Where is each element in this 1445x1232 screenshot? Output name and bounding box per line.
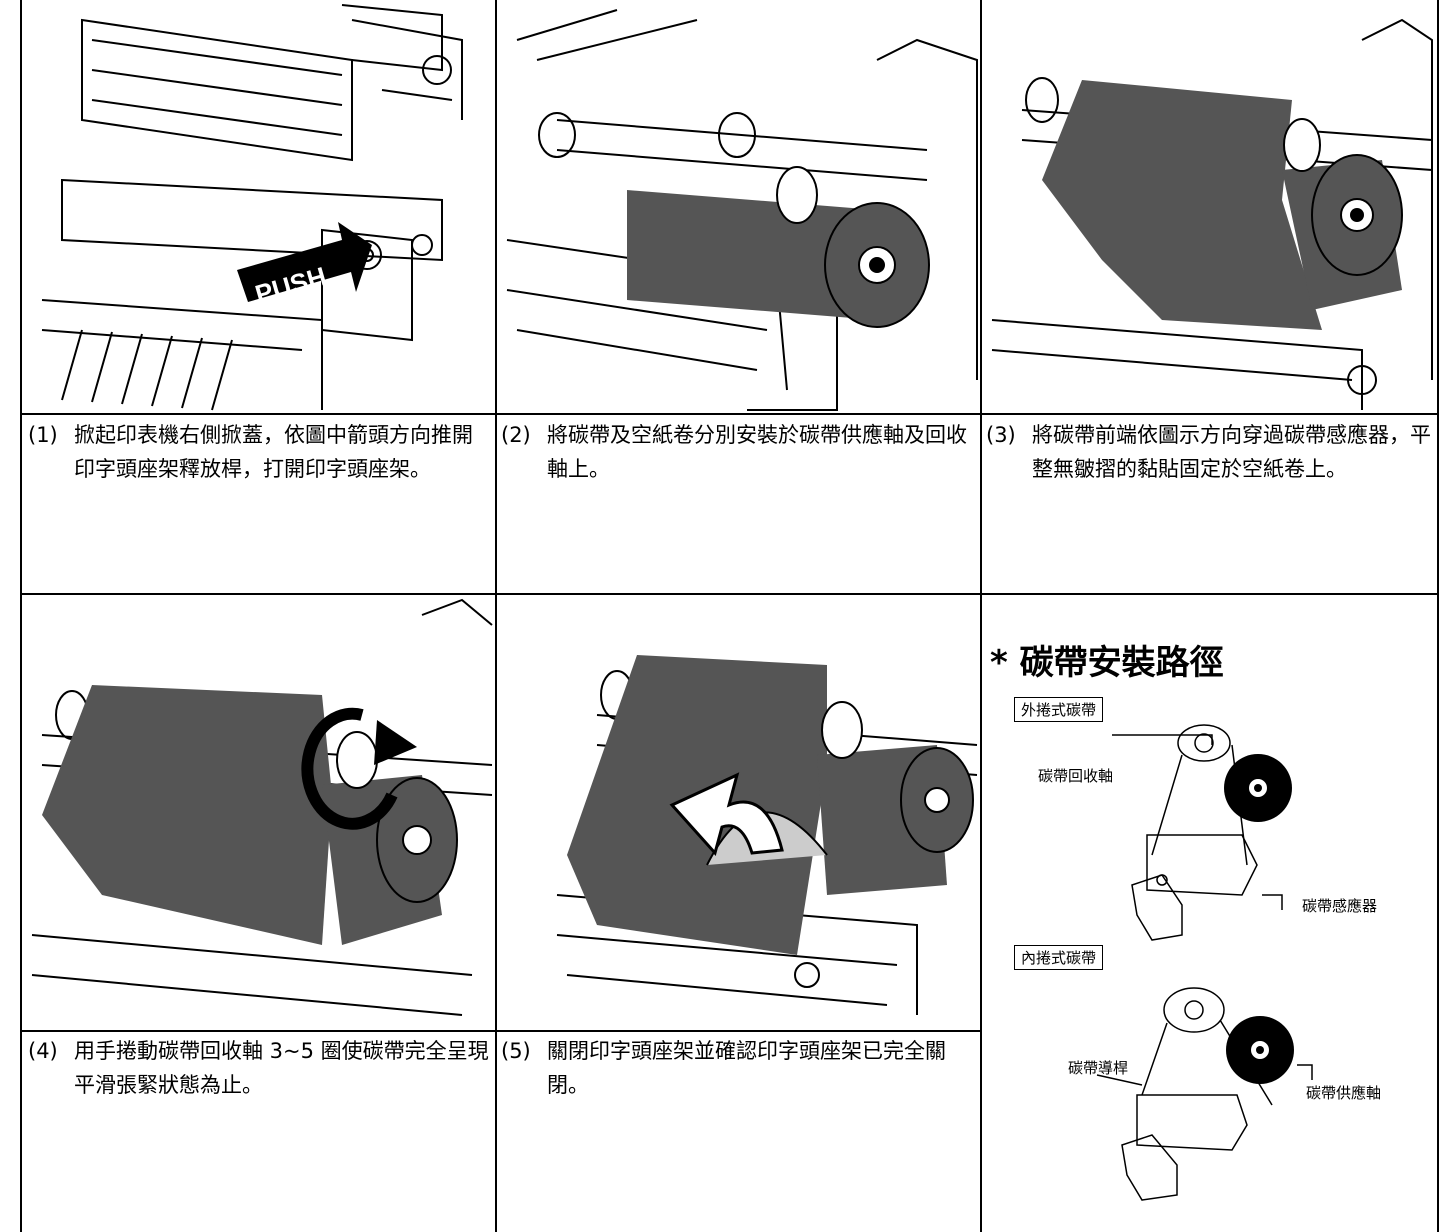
step-number: (3) — [986, 423, 1016, 447]
step4-illustration — [22, 595, 495, 1030]
outer-wound-label: 外捲式碳帶 — [1014, 697, 1104, 722]
step-number: (4) — [28, 1039, 58, 1063]
step-text: 將碳帶前端依圖示方向穿過碳帶感應器，平整無皺摺的黏貼固定於空紙卷上。 — [1032, 423, 1431, 481]
ribbon-path-title: * 碳帶安裝路徑 — [990, 643, 1224, 683]
row-divider — [22, 1030, 982, 1032]
step-text: 關閉印字頭座架並確認印字頭座架已完全關閉。 — [547, 1039, 946, 1097]
step3-illustration — [982, 0, 1439, 413]
step-text: 將碳帶及空紙卷分別安裝於碳帶供應軸及回收軸上。 — [547, 423, 967, 481]
step5-caption: (5) 關閉印字頭座架並確認印字頭座架已完全關閉。 — [501, 1034, 978, 1224]
ribbon-guide-label: 碳帶導桿 — [1068, 1059, 1129, 1077]
step-number: (5) — [501, 1039, 531, 1063]
step1-illustration: PUSH — [22, 0, 495, 413]
column-divider — [980, 0, 982, 1232]
supply-spindle-label: 碳帶供應軸 — [1306, 1084, 1382, 1102]
step-number: (1) — [28, 423, 58, 447]
row-divider — [22, 593, 1437, 595]
step4-caption: (4) 用手捲動碳帶回收軸 3~5 圈使碳帶完全呈現平滑張緊狀態為止。 — [28, 1034, 493, 1224]
step-number: (2) — [501, 423, 531, 447]
inner-wound-label: 內捲式碳帶 — [1014, 945, 1104, 970]
step-text: 掀起印表機右側掀蓋，依圖中箭頭方向推開印字頭座架釋放桿，打開印字頭座架。 — [74, 423, 473, 481]
step5-illustration — [497, 595, 980, 1030]
instruction-grid: PUSH — [20, 0, 1439, 1232]
column-divider — [495, 0, 497, 1232]
rewind-spindle-label: 碳帶回收軸 — [1038, 767, 1114, 785]
row-divider — [22, 413, 1437, 415]
step2-illustration — [497, 0, 980, 413]
step2-caption: (2) 將碳帶及空紙卷分別安裝於碳帶供應軸及回收軸上。 — [501, 418, 978, 588]
step3-caption: (3) 將碳帶前端依圖示方向穿過碳帶感應器，平整無皺摺的黏貼固定於空紙卷上。 — [986, 418, 1437, 588]
ribbon-sensor-label: 碳帶感應器 — [1302, 897, 1378, 915]
step1-caption: (1) 掀起印表機右側掀蓋，依圖中箭頭方向推開印字頭座架釋放桿，打開印字頭座架。 — [28, 418, 493, 588]
step-text: 用手捲動碳帶回收軸 3~5 圈使碳帶完全呈現平滑張緊狀態為止。 — [74, 1039, 489, 1097]
ribbon-path-diagram — [1096, 724, 1313, 1201]
ribbon-path-panel: * 碳帶安裝路徑 外捲式碳帶 碳帶回收軸 碳帶感應器 內捲式碳帶 碳帶導桿 碳帶… — [982, 595, 1439, 1232]
